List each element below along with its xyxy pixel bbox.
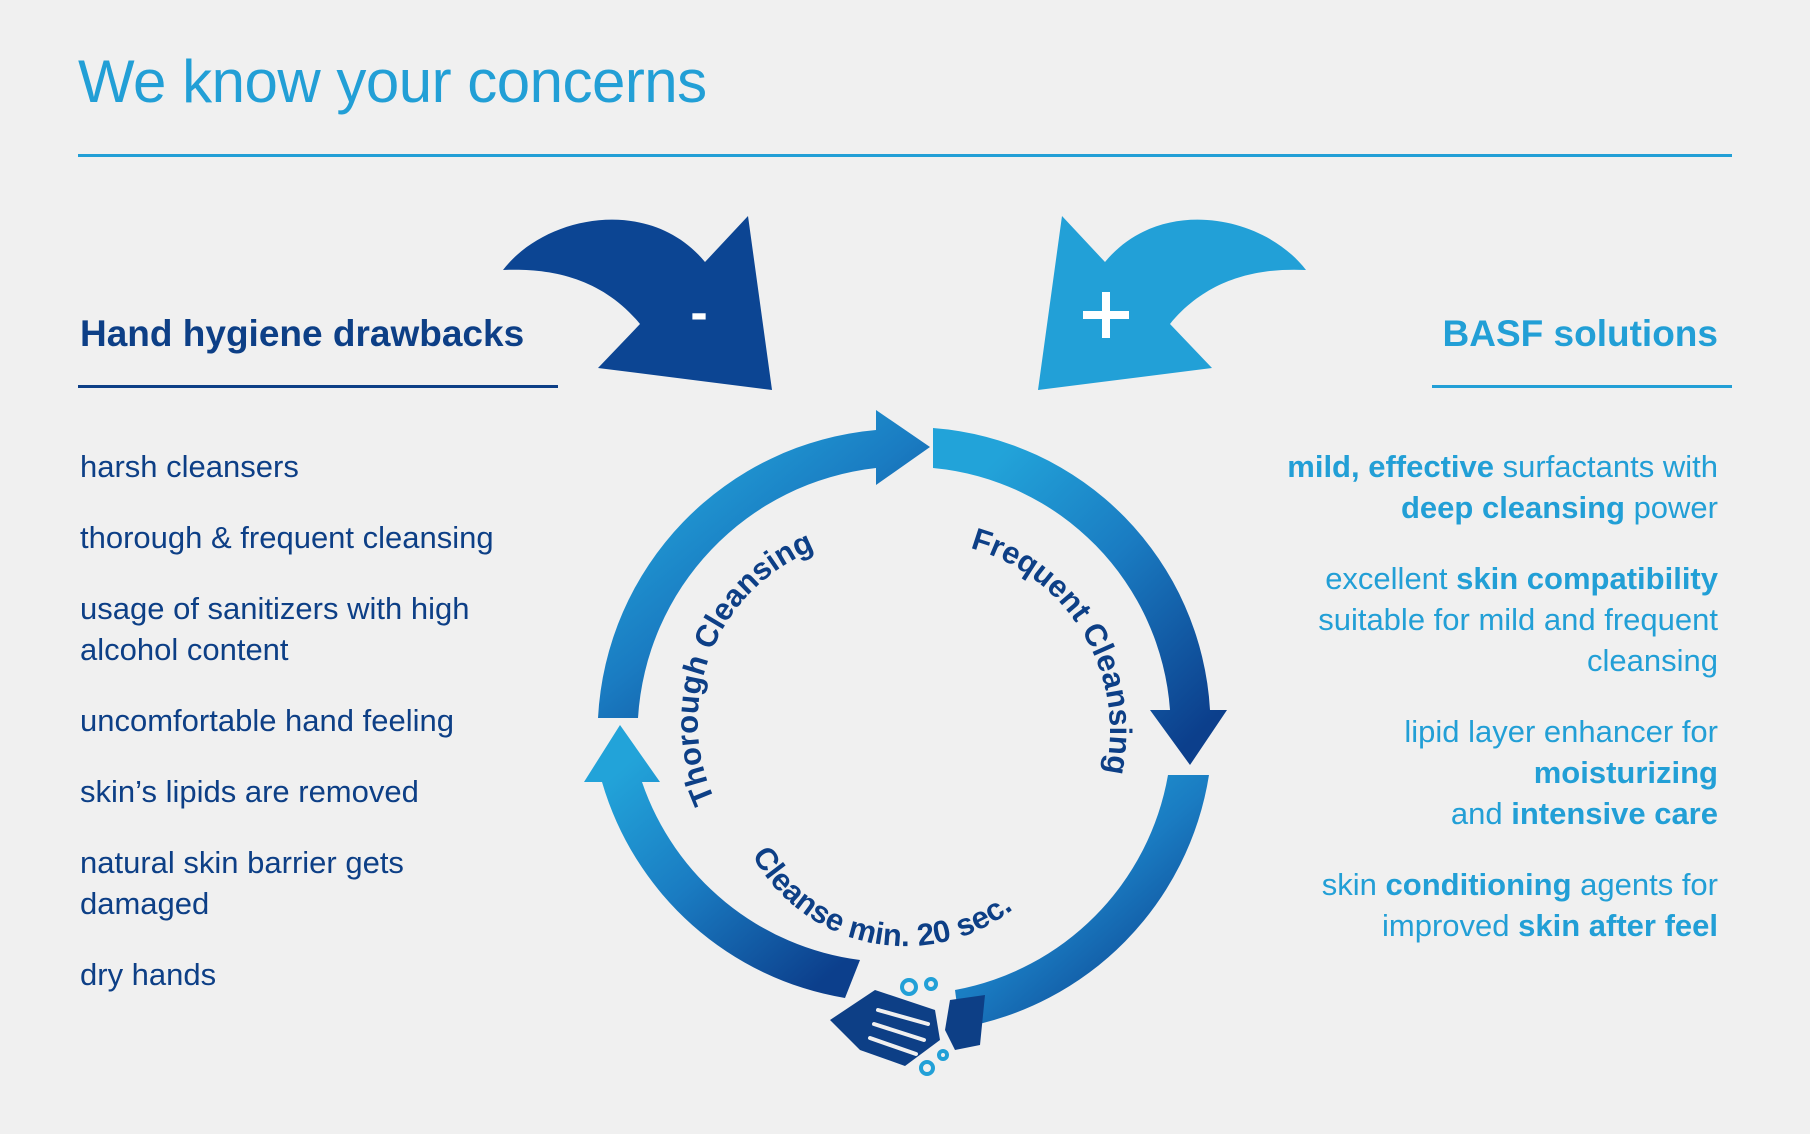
label-cleanse-duration: Cleanse min. 20 sec. <box>746 840 1018 953</box>
solution-text: and <box>1450 796 1512 831</box>
solution-text: skin <box>1321 867 1386 902</box>
solution-item: excellent skin compatibility suitable for… <box>1178 558 1718 681</box>
solution-text: improved <box>1382 908 1519 943</box>
drawbacks-heading: Hand hygiene drawbacks <box>80 313 525 354</box>
solutions-list: mild, effective surfactants with deep cle… <box>1178 446 1718 976</box>
solution-text: cleansing <box>1587 643 1718 678</box>
solution-emphasis: intensive care <box>1511 796 1718 831</box>
minus-sign: - <box>690 284 707 342</box>
page-title: We know your concerns <box>78 48 707 115</box>
solution-emphasis: deep cleansing <box>1400 490 1625 525</box>
solution-text: suitable for mild and frequent <box>1318 602 1718 637</box>
drawbacks-list: harsh cleansers thorough & frequent clea… <box>80 446 600 1025</box>
solution-text: excellent <box>1325 561 1457 596</box>
title-divider <box>78 154 1732 157</box>
drawback-item: uncomfortable hand feeling <box>80 703 454 738</box>
solution-text: surfactants with <box>1494 449 1718 484</box>
solution-text: agents for <box>1571 867 1718 902</box>
solution-emphasis: skin after feel <box>1518 908 1718 943</box>
drawbacks-divider <box>78 385 558 388</box>
solutions-heading: BASF solutions <box>1442 313 1718 354</box>
drawback-item: thorough & frequent cleansing <box>80 520 494 555</box>
cycle-arrow-right <box>933 428 1227 765</box>
bubbles-icon <box>900 977 949 1076</box>
solution-emphasis: moisturizing <box>1533 755 1718 790</box>
solutions-divider <box>1432 385 1732 388</box>
solution-text: power <box>1624 490 1718 525</box>
drawback-item: dry hands <box>80 957 217 992</box>
handshake-icon <box>830 977 985 1076</box>
solution-text: lipid layer enhancer for <box>1404 714 1718 749</box>
drawback-item: natural skin barrier gets damaged <box>80 845 404 921</box>
solution-item: mild, effective surfactants with deep cle… <box>1178 446 1718 528</box>
drawback-item: usage of sanitizers with high alcohol co… <box>80 591 470 667</box>
solution-emphasis: skin compatibility <box>1456 561 1718 596</box>
cycle-arrow-top-left <box>598 410 930 718</box>
drawback-item: harsh cleansers <box>80 449 299 484</box>
cycle-arrow-bottom-left <box>584 725 860 998</box>
solution-emphasis: mild, effective <box>1287 449 1495 484</box>
solution-item: skin conditioning agents for improved ski… <box>1178 864 1718 946</box>
drawback-item: skin’s lipids are removed <box>80 774 419 809</box>
plus-arrow <box>1038 216 1306 390</box>
solution-emphasis: conditioning <box>1385 867 1572 902</box>
minus-arrow: - <box>503 216 772 390</box>
